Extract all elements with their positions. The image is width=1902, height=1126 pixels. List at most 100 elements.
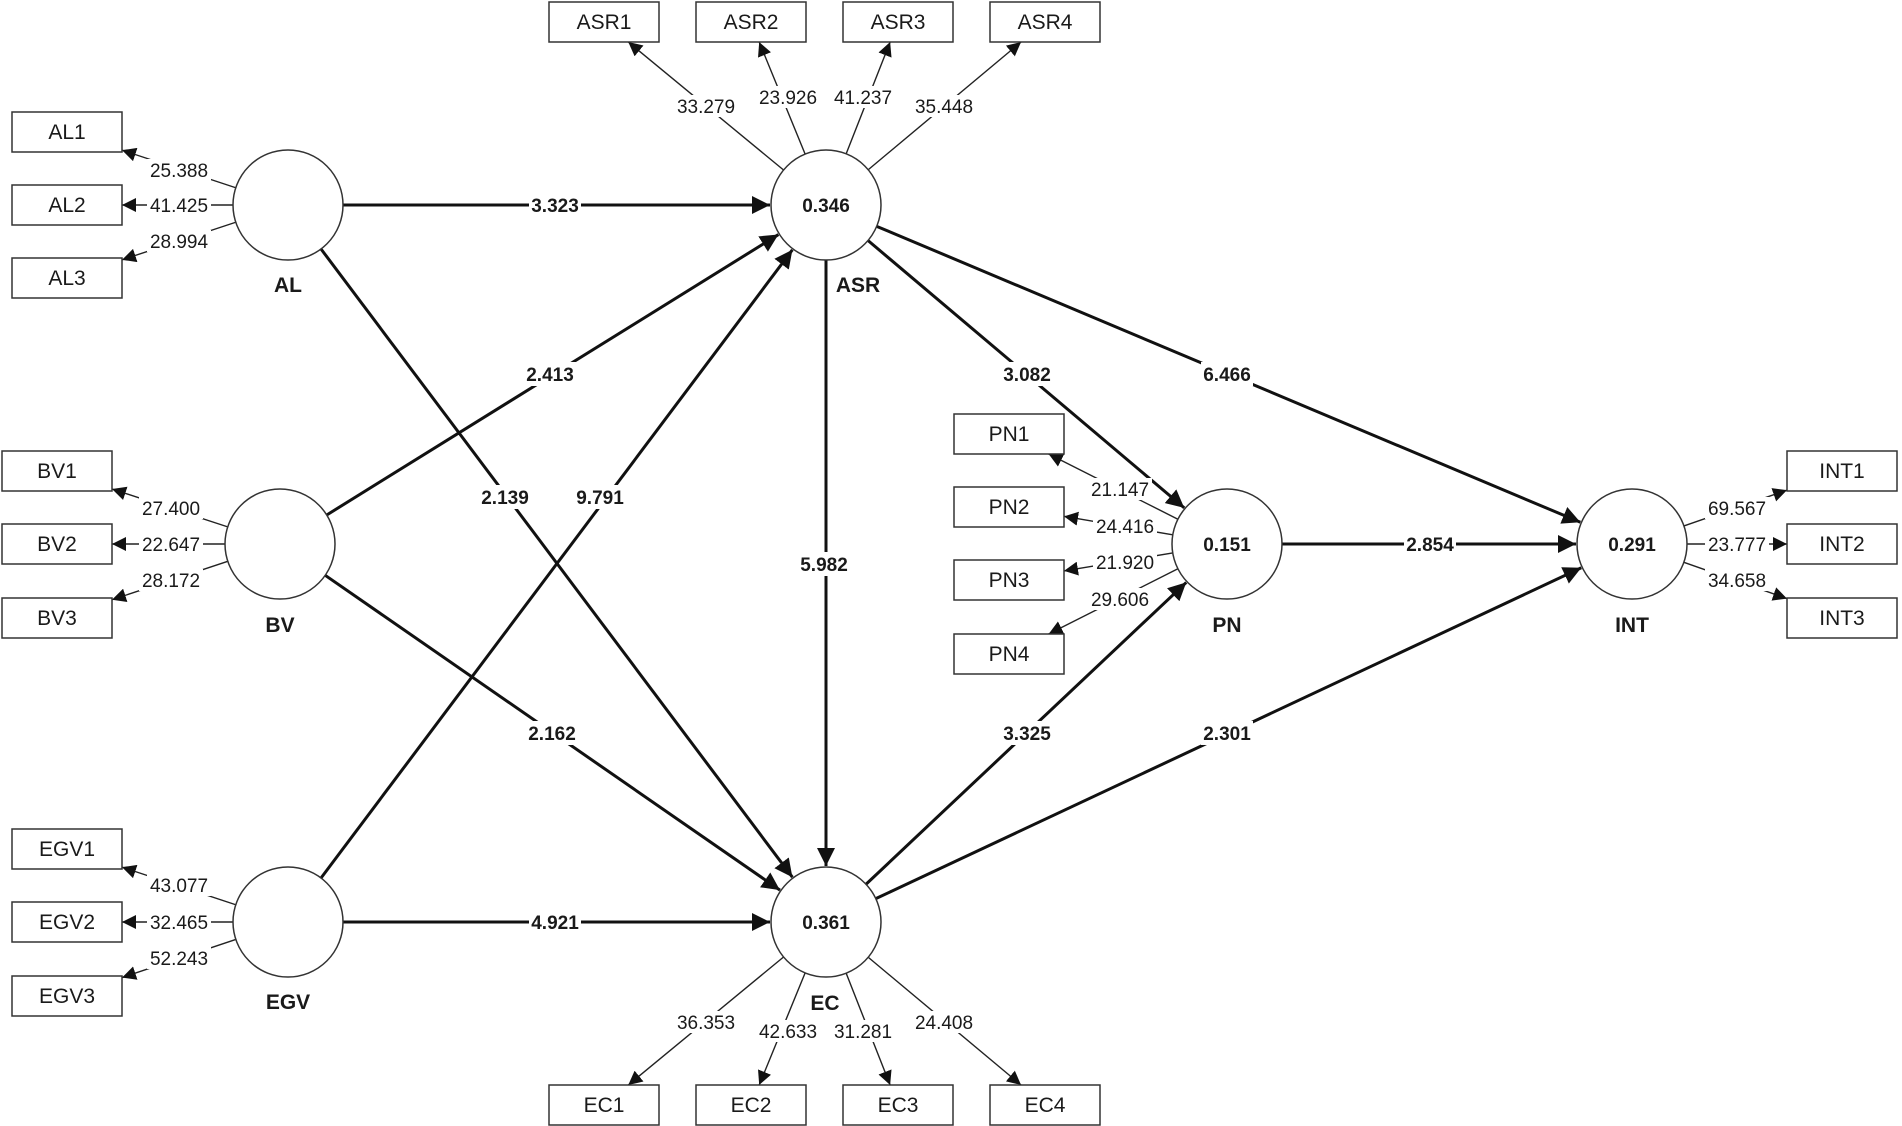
indicator-label: PN3 (989, 569, 1030, 592)
indicator-egv2: EGV2 (11, 901, 123, 943)
indicator-label: INT2 (1819, 533, 1865, 556)
indicator-box (1, 523, 113, 565)
latent-circle (1576, 488, 1688, 600)
indicator-box (953, 559, 1065, 601)
path-asr-to-ec: 5.982 (798, 260, 850, 866)
latent-circle (224, 488, 336, 600)
loading-int2: 23.777 (1687, 533, 1787, 556)
indicator-box (548, 1, 660, 43)
loading-al3: 28.994 (121, 221, 236, 263)
indicator-bv1: BV1 (1, 450, 113, 492)
loading-value-label: 34.658 (1708, 571, 1766, 592)
path-label-background (479, 485, 531, 509)
loading-value-label: 28.172 (142, 571, 200, 592)
loading-asr4: 35.448 (867, 41, 1022, 171)
indicator-box (989, 1, 1101, 43)
path-coefficient-label: 5.982 (800, 555, 848, 576)
path-coefficient-label: 2.854 (1406, 535, 1454, 556)
indicator-box (695, 1, 807, 43)
loading-egv2: 32.465 (122, 911, 233, 934)
loading-value-label: 21.920 (1096, 553, 1154, 574)
loading-asr3: 41.237 (831, 41, 895, 155)
loading-ec1: 36.353 (627, 956, 785, 1086)
path-label-background (529, 910, 581, 934)
path-arrow (319, 248, 794, 879)
indicator-int2: INT2 (1786, 523, 1898, 565)
indicator-label: PN2 (989, 496, 1030, 519)
path-asr-to-pn: 3.082 (867, 239, 1186, 509)
latent-circle (770, 866, 882, 978)
indicator-box (11, 828, 123, 870)
indicator-box (989, 1084, 1101, 1126)
loading-value-label: 23.926 (759, 88, 817, 109)
indicator-pn3: PN3 (953, 559, 1065, 601)
indicator-box (695, 1084, 807, 1126)
loading-value-label: 42.633 (759, 1022, 817, 1043)
loading-int1: 69.567 (1683, 488, 1788, 527)
indicator-box (1786, 597, 1898, 639)
loading-bv1: 27.400 (111, 486, 228, 528)
loading-value-label: 27.400 (142, 499, 200, 520)
indicator-label: EC4 (1025, 1094, 1066, 1117)
loading-label-background (139, 497, 203, 519)
indicator-ec3: EC3 (842, 1084, 954, 1126)
loading-value-label: 33.279 (677, 97, 735, 118)
loading-value-label: 29.606 (1091, 590, 1149, 611)
loading-value-label: 41.425 (150, 196, 208, 217)
indicator-box (11, 184, 123, 226)
loading-value-label: 52.243 (150, 949, 208, 970)
loading-label-background (147, 874, 211, 896)
loading-ec3: 31.281 (831, 972, 895, 1086)
loading-al2: 41.425 (122, 194, 233, 217)
loading-label-background (1705, 533, 1769, 555)
indicator-box (953, 413, 1065, 455)
loading-int3: 34.658 (1683, 561, 1788, 601)
loading-label-background (756, 1020, 820, 1042)
r-squared-value: 0.291 (1608, 535, 1656, 556)
path-coefficient-label: 2.413 (526, 365, 574, 386)
loading-label-background (1093, 551, 1157, 573)
indicator-egv3: EGV3 (11, 975, 123, 1017)
latent-name-label: EC (810, 992, 839, 1015)
indicator-box (842, 1, 954, 43)
loading-value-label: 21.147 (1091, 480, 1149, 501)
loading-pn2: 24.416 (1063, 511, 1173, 538)
latent-egv: EGV (232, 866, 344, 1014)
latent-circle (770, 149, 882, 261)
path-label-background (1001, 362, 1053, 386)
indicator-label: INT3 (1819, 607, 1865, 630)
loading-pn4: 29.606 (1048, 568, 1179, 635)
path-coefficient-label: 3.323 (531, 196, 579, 217)
loading-label-background (1705, 497, 1769, 519)
indicator-label: BV3 (37, 607, 77, 630)
loading-value-label: 32.465 (150, 913, 208, 934)
indicator-box (11, 111, 123, 153)
path-ec-to-pn: 3.325 (864, 581, 1188, 886)
loading-label-background (1088, 478, 1152, 500)
loading-value-label: 41.237 (834, 88, 892, 109)
indicator-box (953, 633, 1065, 675)
loading-value-label: 69.567 (1708, 499, 1766, 520)
indicator-label: ASR2 (724, 11, 779, 34)
loading-value-label: 23.777 (1708, 535, 1766, 556)
loading-value-label: 36.353 (677, 1013, 735, 1034)
latent-name-label: PN (1212, 614, 1241, 637)
loading-egv1: 43.077 (121, 864, 236, 906)
loading-ec2: 42.633 (756, 972, 820, 1086)
loading-label-background (912, 95, 976, 117)
indicator-pn4: PN4 (953, 633, 1065, 675)
latent-circle (232, 149, 344, 261)
indicator-pn2: PN2 (953, 486, 1065, 528)
loading-label-background (147, 911, 211, 933)
indicator-box (842, 1084, 954, 1126)
latent-name-label: AL (274, 274, 302, 297)
indicator-label: AL1 (48, 121, 85, 144)
path-label-background (526, 721, 578, 745)
indicator-asr3: ASR3 (842, 1, 954, 43)
indicator-label: INT1 (1819, 460, 1865, 483)
path-coefficient-label: 2.162 (528, 724, 576, 745)
path-coefficient-label: 3.325 (1003, 724, 1051, 745)
indicator-bv3: BV3 (1, 597, 113, 639)
